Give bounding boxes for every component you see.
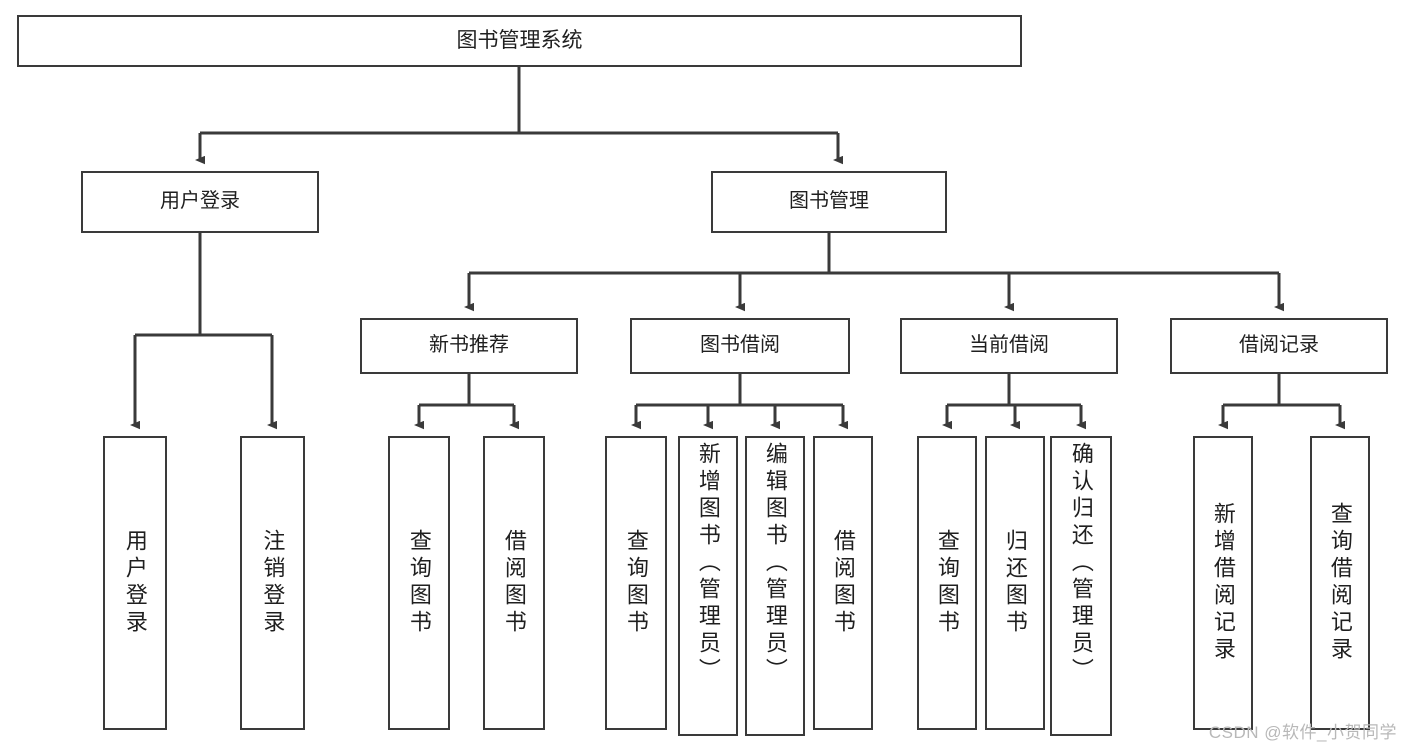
node-root-label: 图书管理系统 — [456, 28, 583, 52]
node-current-borrow-label: 当前借阅 — [969, 334, 1049, 357]
node-new-book-recommend-label: 新书推荐 — [429, 334, 509, 357]
leaf-borrow-book-label: 借阅图书 — [830, 529, 856, 637]
leaf-query-book-borrow[interactable]: 查询图书 — [605, 436, 667, 730]
node-user-login[interactable]: 用户登录 — [81, 171, 319, 233]
leaf-edit-book-admin-label: 编辑图书（管理员） — [762, 442, 788, 685]
node-book-management-label: 图书管理 — [789, 190, 869, 213]
leaf-confirm-return-admin-label: 确认归还（管理员） — [1068, 442, 1094, 685]
leaf-edit-book-admin[interactable]: 编辑图书（管理员） — [745, 436, 805, 736]
leaf-borrow-book-recommend-label: 借阅图书 — [501, 529, 527, 637]
node-user-login-label: 用户登录 — [160, 190, 240, 213]
node-root[interactable]: 图书管理系统 — [17, 15, 1022, 67]
leaf-user-logout[interactable]: 注销登录 — [240, 436, 305, 730]
leaf-user-login[interactable]: 用户登录 — [103, 436, 167, 730]
leaf-query-book-current[interactable]: 查询图书 — [917, 436, 977, 730]
leaf-return-book-label: 归还图书 — [1002, 529, 1028, 637]
node-book-management[interactable]: 图书管理 — [711, 171, 947, 233]
watermark: CSDN @软件_小贺同学 — [1208, 723, 1397, 742]
leaf-confirm-return-admin[interactable]: 确认归还（管理员） — [1050, 436, 1112, 736]
leaf-query-book-recommend[interactable]: 查询图书 — [388, 436, 450, 730]
leaf-return-book[interactable]: 归还图书 — [985, 436, 1045, 730]
node-book-borrow-label: 图书借阅 — [700, 334, 780, 357]
leaf-borrow-book-recommend[interactable]: 借阅图书 — [483, 436, 545, 730]
leaf-query-borrow-record[interactable]: 查询借阅记录 — [1310, 436, 1370, 730]
leaf-add-book-admin-label: 新增图书（管理员） — [695, 442, 721, 685]
leaf-add-borrow-record-label: 新增借阅记录 — [1210, 502, 1236, 664]
node-current-borrow[interactable]: 当前借阅 — [900, 318, 1118, 374]
node-borrow-record-label: 借阅记录 — [1239, 334, 1319, 357]
leaf-query-borrow-record-label: 查询借阅记录 — [1327, 502, 1353, 664]
leaf-query-book-recommend-label: 查询图书 — [406, 529, 432, 637]
leaf-user-logout-label: 注销登录 — [260, 529, 286, 637]
leaf-query-book-current-label: 查询图书 — [934, 529, 960, 637]
leaf-query-book-borrow-label: 查询图书 — [623, 529, 649, 637]
node-borrow-record[interactable]: 借阅记录 — [1170, 318, 1388, 374]
node-new-book-recommend[interactable]: 新书推荐 — [360, 318, 578, 374]
leaf-add-book-admin[interactable]: 新增图书（管理员） — [678, 436, 738, 736]
leaf-borrow-book[interactable]: 借阅图书 — [813, 436, 873, 730]
leaf-user-login-label: 用户登录 — [122, 529, 148, 637]
node-book-borrow[interactable]: 图书借阅 — [630, 318, 850, 374]
leaf-add-borrow-record[interactable]: 新增借阅记录 — [1193, 436, 1253, 730]
